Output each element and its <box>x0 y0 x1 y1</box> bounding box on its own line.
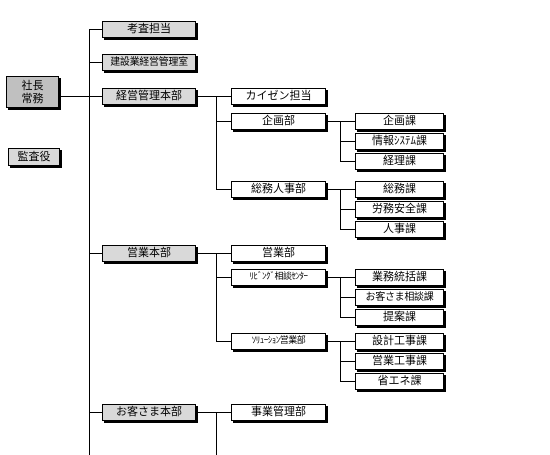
connector-living-s2 <box>340 297 355 298</box>
connector-ceo <box>60 96 89 97</box>
connector-somu-s3 <box>340 229 355 230</box>
jigyo-label: 事業管理部 <box>251 405 306 419</box>
keiei-box[interactable]: 経営管理本部 <box>102 88 196 105</box>
section-label: 企画課 <box>383 114 416 128</box>
connector-somu <box>216 189 231 190</box>
somu-section-2[interactable]: 労務安全課 <box>355 201 444 218</box>
connector-kikaku <box>216 121 231 122</box>
somu-label: 総務人事部 <box>251 182 306 196</box>
keiei-label: 経営管理本部 <box>116 89 182 103</box>
section-label: お客さま相談課 <box>365 292 434 303</box>
connector-somu-s2 <box>340 209 355 210</box>
connector-keiei-out <box>196 96 231 97</box>
connector-kensetsu <box>89 62 102 63</box>
kensetsu-box[interactable]: 建設業経営管理室 <box>102 54 196 71</box>
kikaku-section-3[interactable]: 経理課 <box>355 153 444 170</box>
audit-box[interactable]: 監査役 <box>8 148 60 166</box>
connector-kikaku-s3 <box>340 161 355 162</box>
connector-kikaku-s2 <box>340 141 355 142</box>
section-label: 省エネ課 <box>377 374 422 388</box>
living-box[interactable]: ﾘﾋﾞﾝｸﾞ相談ｾﾝﾀｰ <box>231 269 326 286</box>
somu-box[interactable]: 総務人事部 <box>231 181 326 198</box>
solution-box[interactable]: ｿﾘｭｰｼｮﾝ営業部 <box>231 333 326 350</box>
kikaku-section-2[interactable]: 情報ｼｽﾃﾑ課 <box>355 133 444 150</box>
section-label: 経理課 <box>383 154 416 168</box>
audit-label: 監査役 <box>17 149 51 163</box>
kikaku-box[interactable]: 企画部 <box>231 113 326 130</box>
eigyo-box[interactable]: 営業本部 <box>102 245 196 262</box>
kensetsu-label: 建設業経営管理室 <box>110 57 188 68</box>
section-label: 労務安全課 <box>372 202 427 216</box>
connector-main-trunk <box>89 29 90 455</box>
ceo-box[interactable]: 社長 常務 <box>6 76 59 108</box>
living-section-1[interactable]: 業務統括課 <box>355 269 444 286</box>
section-label: 人事課 <box>383 222 416 236</box>
section-label: 情報ｼｽﾃﾑ課 <box>372 134 427 148</box>
connector-eigyo-out <box>196 253 231 254</box>
living-section-2[interactable]: お客さま相談課 <box>355 289 444 306</box>
eigyo-label: 営業本部 <box>127 246 171 260</box>
jigyo-box[interactable]: 事業管理部 <box>231 404 326 421</box>
kaizen-label: カイゼン担当 <box>245 89 312 103</box>
okyaku-label: お客さま本部 <box>116 405 182 419</box>
kosa-label: 考査担当 <box>127 22 171 36</box>
connector-eigyo <box>89 253 102 254</box>
connector-solution <box>216 341 231 342</box>
connector-okyaku-trunk <box>216 412 217 455</box>
connector-living <box>216 277 231 278</box>
solution-section-3[interactable]: 省エネ課 <box>355 373 444 390</box>
solution-section-2[interactable]: 営業工事課 <box>355 353 444 370</box>
somu-section-3[interactable]: 人事課 <box>355 221 444 238</box>
connector-keiei <box>89 96 102 97</box>
connector-okyaku <box>89 412 102 413</box>
connector-kosa <box>89 29 102 30</box>
connector-solution-s3 <box>340 381 355 382</box>
connector-solution-s2 <box>340 361 355 362</box>
okyaku-box[interactable]: お客さま本部 <box>102 404 196 421</box>
solution-label: ｿﾘｭｰｼｮﾝ営業部 <box>251 335 306 346</box>
section-label: 提案課 <box>383 310 416 324</box>
connector-eigyo-trunk <box>216 253 217 341</box>
ceo-label-line1: 社長 <box>21 79 44 92</box>
eigyobu-box[interactable]: 営業部 <box>231 245 326 262</box>
connector-okyaku-out <box>196 412 231 413</box>
section-label: 業務統括課 <box>372 270 427 284</box>
kikaku-label: 企画部 <box>262 114 295 128</box>
section-label: 営業工事課 <box>372 354 427 368</box>
living-section-3[interactable]: 提案課 <box>355 309 444 326</box>
somu-section-1[interactable]: 総務課 <box>355 181 444 198</box>
kikaku-section-1[interactable]: 企画課 <box>355 113 444 130</box>
living-label: ﾘﾋﾞﾝｸﾞ相談ｾﾝﾀｰ <box>249 271 308 282</box>
kosa-box[interactable]: 考査担当 <box>102 21 196 38</box>
connector-living-s3 <box>340 317 355 318</box>
connector-keiei-trunk <box>216 96 217 189</box>
eigyobu-label: 営業部 <box>262 246 295 260</box>
solution-section-1[interactable]: 設計工事課 <box>355 333 444 350</box>
kaizen-box[interactable]: カイゼン担当 <box>231 88 326 105</box>
section-label: 総務課 <box>383 182 416 196</box>
ceo-label-line2: 常務 <box>21 92 44 105</box>
section-label: 設計工事課 <box>372 334 427 348</box>
